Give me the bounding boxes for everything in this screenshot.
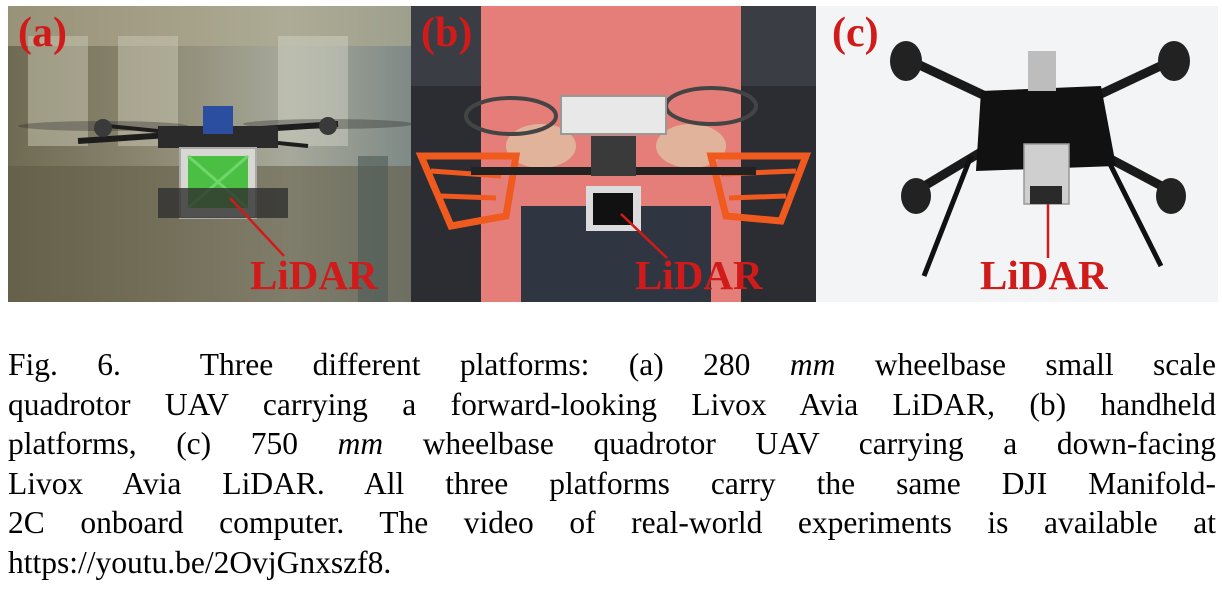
caption-text: Fig. 6. Three different platforms: (a) 2… (8, 347, 751, 382)
figure-caption: Fig. 6. Three different platforms: (a) 2… (8, 345, 1216, 582)
panel-a-photo: (a) LiDAR (8, 6, 411, 302)
panel-b-lidar-label: LiDAR (635, 252, 763, 298)
panel-a-letter: (a) (18, 10, 67, 56)
caption-line-5: 2C onboard computer. The video of real-w… (8, 505, 1216, 540)
panel-a-lidar-label: LiDAR (250, 252, 378, 298)
caption-line-1: Fig. 6. Three different platforms: (a) 2… (8, 345, 1216, 385)
caption-text: wheelbase quadrotor UAV carrying a down-… (422, 426, 1217, 461)
panel-c-drone-image (816, 6, 1218, 302)
panel-c-lidar-label: LiDAR (980, 252, 1108, 298)
panel-b-letter: (b) (421, 10, 473, 56)
caption-unit: mm (337, 426, 384, 461)
caption-text: wheelbase small scale (874, 347, 1216, 382)
caption-line-4: Livox Avia LiDAR. All three platforms ca… (8, 465, 1216, 501)
panel-c-photo: (c) LiDAR (816, 6, 1218, 302)
caption-video-link[interactable]: https://youtu.be/2OvjGnxszf8. (8, 544, 392, 580)
panel-a-drone-image (8, 6, 411, 302)
caption-line-2: quadrotor UAV carrying a forward-looking… (8, 386, 1216, 422)
panel-b-handheld-image (411, 6, 816, 302)
caption-unit: mm (789, 347, 836, 382)
figure-row: (a) LiDAR (8, 6, 1218, 302)
caption-text: platforms, (c) 750 (8, 426, 298, 461)
caption-line-3: platforms, (c) 750 mm wheelbase quadroto… (8, 424, 1216, 464)
panel-c-letter: (c) (832, 10, 879, 56)
panel-b-photo: (b) LiDAR (411, 6, 816, 302)
